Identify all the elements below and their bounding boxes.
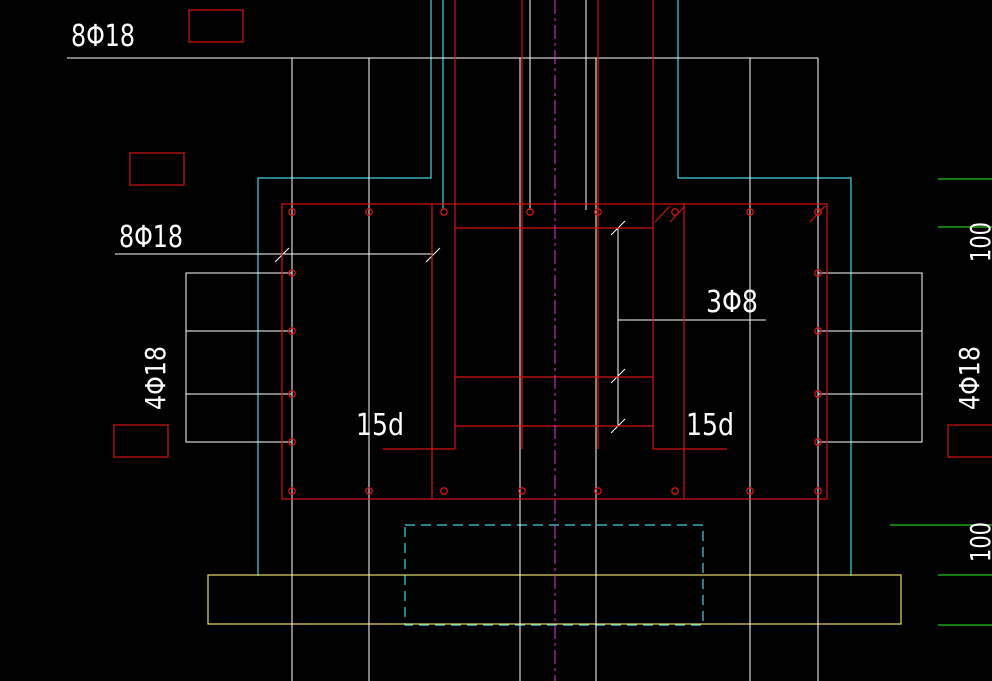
label-top-left: 8Φ18: [71, 19, 135, 54]
label-anchor-left: 15d: [356, 408, 404, 443]
red-box-lower-left[interactable]: [113, 424, 169, 458]
left-leader-box: [185, 272, 292, 443]
label-stirrup: 3Φ8: [706, 285, 758, 320]
label-right-vertical: 4Φ18: [953, 346, 986, 410]
label-right-edge-bottom: 100: [964, 522, 992, 562]
red-box-top[interactable]: [188, 9, 244, 43]
label-anchor-right: 15d: [686, 408, 734, 443]
green-lines: [890, 178, 992, 626]
label-left-mid: 8Φ18: [119, 220, 183, 255]
red-box-lower-right[interactable]: [947, 424, 992, 458]
red-box-upper-left[interactable]: [129, 152, 185, 186]
cyan-right-profile: [677, 0, 852, 576]
label-right-edge-top: 100: [964, 222, 992, 262]
white-lines: [67, 0, 923, 681]
right-leader-box: [818, 272, 923, 443]
red-boxes: [113, 9, 992, 458]
rebar-dots: [288, 208, 822, 495]
cyan-left-profile: [257, 0, 432, 576]
label-left-vertical: 4Φ18: [139, 346, 172, 410]
